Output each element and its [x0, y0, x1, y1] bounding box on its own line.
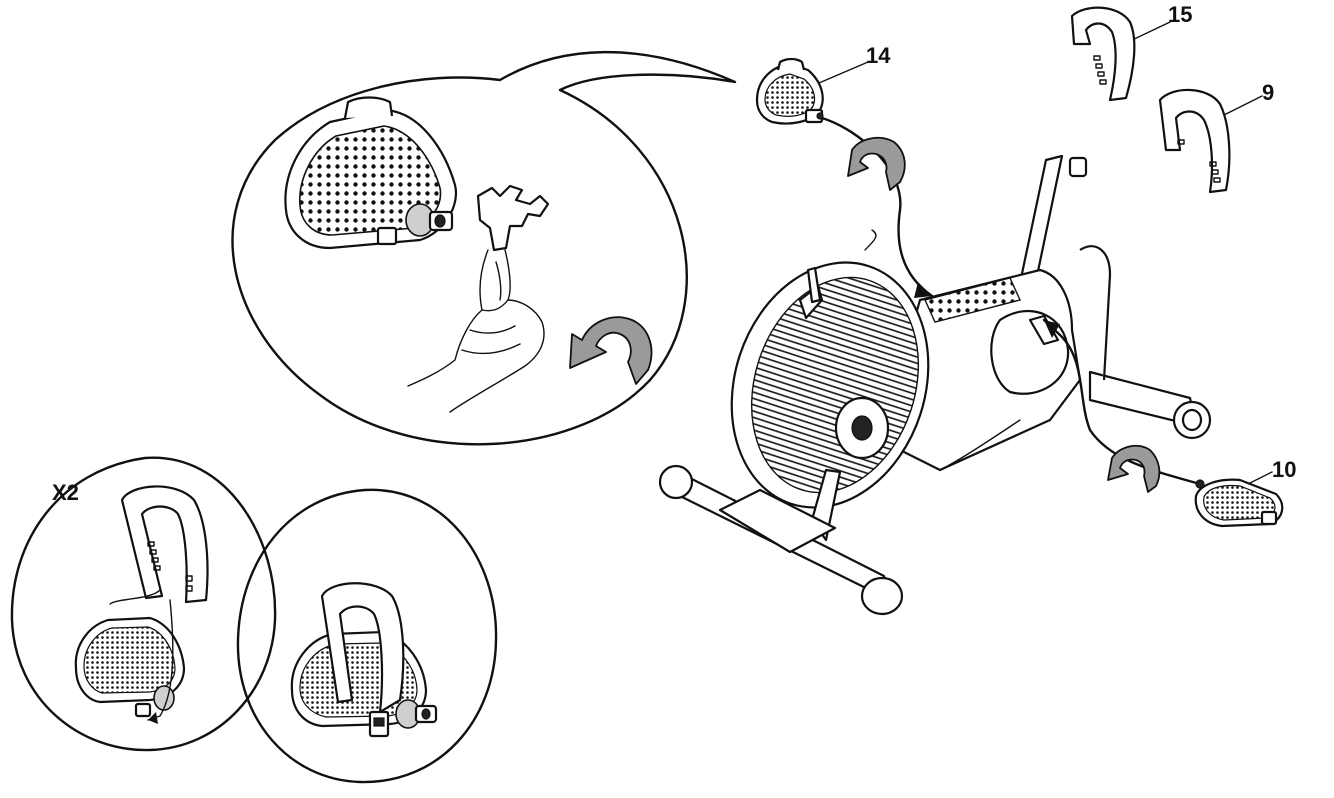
part-label-10: 10: [1272, 457, 1296, 482]
leader-line-9: [1217, 95, 1263, 119]
pedal-14-path: [820, 116, 934, 298]
curved-rotation-arrow-icon: [847, 136, 906, 191]
curved-rotation-arrow-icon: [569, 316, 653, 385]
pedal-part-10: [1194, 478, 1284, 528]
pedal-part-14: [755, 57, 824, 125]
pedal-strap-15: [1070, 6, 1136, 102]
strap-attach-callout: [10, 456, 277, 752]
air-bike-frame: [658, 154, 1212, 616]
strap-installed-callout: [236, 488, 498, 784]
pedal-wrench-icon: [476, 184, 550, 252]
hand-illustration: [407, 249, 545, 413]
pedal-strap-9: [1158, 88, 1231, 194]
leader-line-14: [811, 61, 869, 87]
wrench-detail-callout: [231, 50, 737, 446]
pedal-closeup: [284, 96, 458, 250]
part-label-14: 14: [866, 43, 891, 68]
part-label-9: 9: [1262, 80, 1274, 105]
curved-rotation-arrow-icon: [1107, 444, 1161, 493]
part-label-15: 15: [1168, 2, 1192, 27]
